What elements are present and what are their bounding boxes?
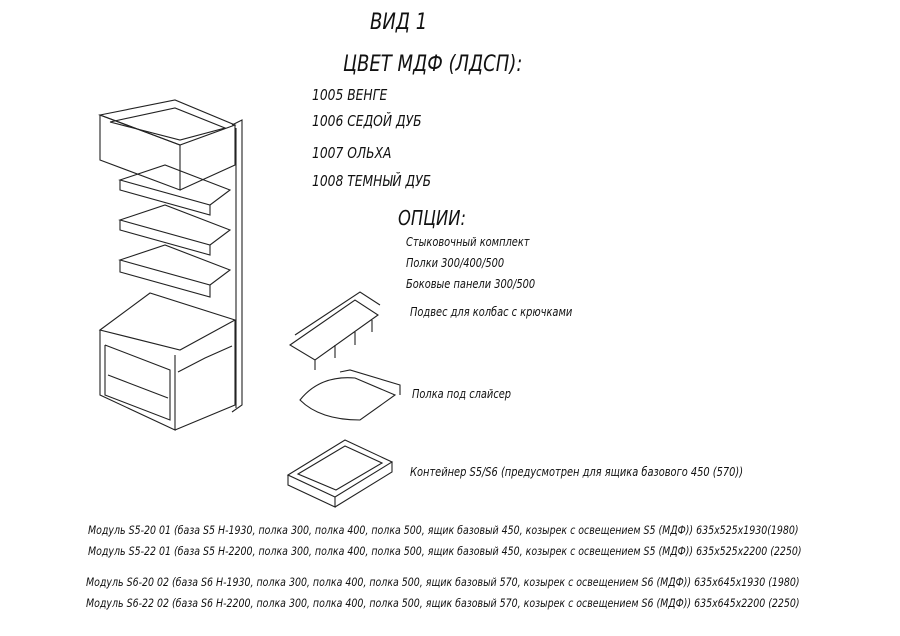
slicer-shelf-drawing: [299, 369, 401, 421]
color-heading: ЦВЕТ МДФ (ЛДСП):: [343, 52, 523, 77]
view-title: ВИД 1: [370, 10, 428, 35]
container-label: Контейнер S5/S6 (предусмотрен для ящика …: [410, 465, 744, 479]
color-item: 1005 ВЕНГЕ: [312, 86, 388, 104]
color-item: 1006 СЕДОЙ ДУБ: [312, 112, 422, 130]
module-line: Модуль S5-22 01 (база S5 H-2200, полка 3…: [88, 544, 802, 558]
sausage-hanger-drawing: [288, 291, 381, 370]
slicer-shelf-label: Полка под слайсер: [412, 387, 512, 401]
option-item: Стыковочный комплект: [406, 235, 530, 249]
module-line: Модуль S5-20 01 (база S5 H-1930, полка 3…: [88, 523, 799, 537]
container-drawing: [286, 439, 394, 508]
module-line: Модуль S6-20 02 (база S6 H-1930, полка 3…: [86, 575, 800, 589]
options-heading: ОПЦИИ:: [398, 206, 467, 230]
module-line: Модуль S6-22 02 (база S6 H-2200, полка 3…: [86, 596, 800, 610]
option-item: Боковые панели 300/500: [406, 277, 536, 291]
hanger-label: Подвес для колбас с крючками: [410, 305, 573, 319]
option-item: Полки 300/400/500: [406, 256, 505, 270]
color-item: 1007 ОЛЬХА: [312, 144, 392, 162]
shelving-unit-drawing: [98, 99, 243, 431]
color-item: 1008 ТЕМНЫЙ ДУБ: [312, 172, 432, 190]
